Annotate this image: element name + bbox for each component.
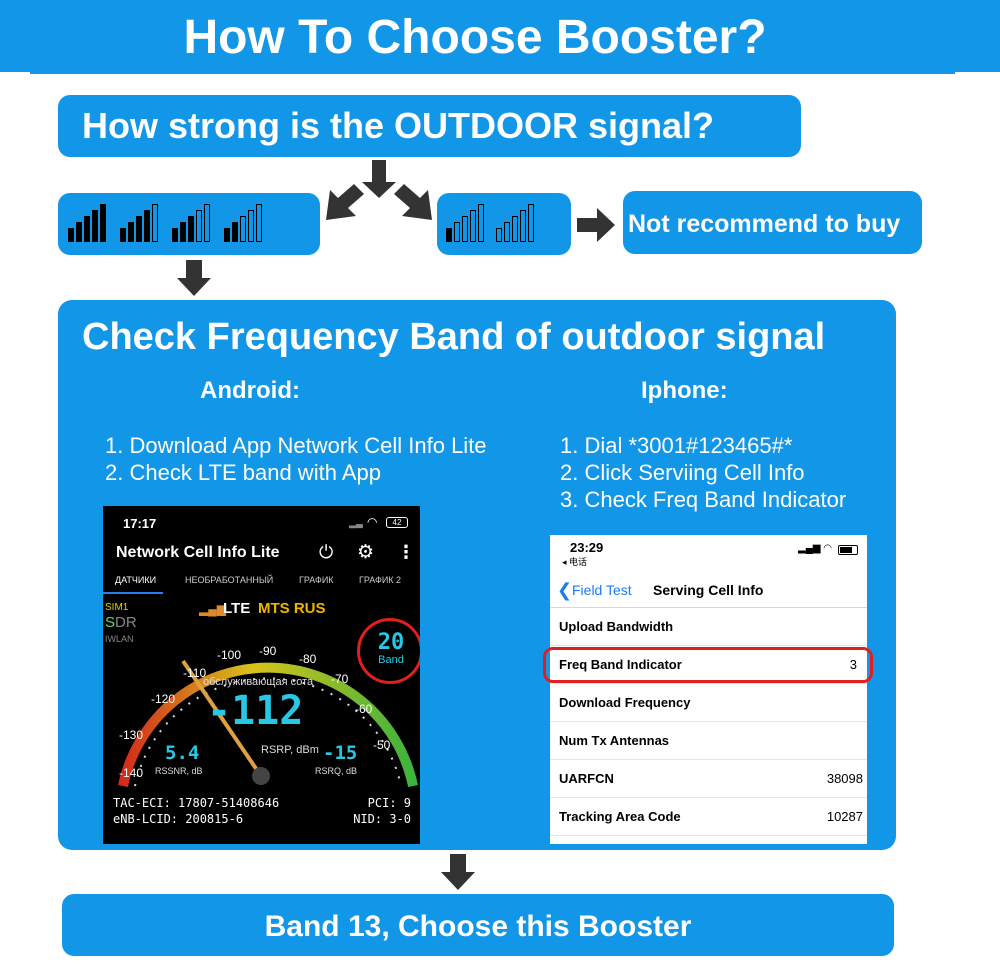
signal-0-bars-icon — [496, 204, 534, 242]
table-row[interactable]: Download Frequency — [550, 684, 867, 722]
signal-icon: ▂▄▆ ◠ — [798, 543, 832, 554]
arrow-down-left-icon — [326, 184, 364, 220]
scale-tick-label: -50 — [373, 738, 391, 752]
rsrq-label: RSRQ, dB — [315, 766, 358, 776]
band-label: Band — [378, 654, 404, 666]
result-box — [62, 894, 894, 956]
iphone-screenshot: 23:29 ◂ 电话 ▂▄▆ ◠ ❮ Field Test Serving Ce… — [550, 535, 867, 844]
signal-icon: ▂▃ — [349, 518, 363, 528]
pci: PCI: 9 — [367, 796, 411, 810]
split-arrows — [326, 160, 432, 220]
serving-cell-label: обслуживающая сота — [203, 676, 314, 688]
screen-title: Serving Cell Info — [653, 582, 764, 598]
scale-tick-label: -120 — [151, 692, 176, 706]
arrow-down-icon — [362, 160, 396, 198]
rsrp-label: RSRP, dBm — [261, 744, 319, 756]
question-box — [58, 95, 801, 157]
power-icon[interactable]: ⏻ — [319, 542, 334, 562]
tab-graph-2[interactable]: ГРАФИК 2 — [359, 575, 402, 585]
signal-strength-icons — [68, 204, 262, 242]
chevron-left-icon[interactable]: ❮ — [557, 580, 573, 600]
scale-tick-label: -140 — [119, 766, 144, 780]
sim-label: SIM1 — [105, 602, 129, 613]
table-row[interactable]: Num Tx Antennas — [550, 722, 867, 760]
arrow-down-right-icon — [394, 184, 432, 220]
more-icon[interactable]: ⋮ — [397, 542, 415, 562]
scale-tick-label: -90 — [259, 644, 277, 658]
header-divider — [30, 72, 955, 74]
not-recommend-text: Not recommend to buy — [628, 210, 901, 238]
app-title: Network Cell Info Lite — [116, 544, 280, 561]
gear-icon[interactable]: ⚙ — [357, 542, 375, 563]
band-value: 20 — [377, 630, 405, 655]
battery-icon: 42 — [386, 517, 408, 528]
battery-icon — [838, 545, 858, 555]
tab-raw[interactable]: НЕОБРАБОТАННЫЙ — [185, 575, 274, 585]
panel-title: Check Frequency Band of outdoor signal — [82, 316, 826, 358]
result-text: Band 13, Choose this Booster — [264, 910, 692, 943]
rssnr-label: RSSNR, dB — [155, 766, 203, 776]
iphone-step-1: 1. Dial *3001#123465#* — [560, 433, 793, 458]
iphone-heading: Iphone: — [641, 377, 728, 404]
table-row[interactable]: Upload Bandwidth — [550, 608, 867, 646]
android-time: 17:17 — [123, 516, 157, 531]
header-banner — [0, 0, 1000, 72]
wifi-icon: ◠ — [367, 515, 378, 529]
scale-tick-label: -100 — [217, 648, 242, 662]
signal-5-bars-icon — [68, 204, 106, 242]
rssnr-value: 5.4 — [165, 742, 200, 764]
network-type: LTE — [223, 600, 251, 617]
tab-sensors[interactable]: ДАТЧИКИ — [115, 575, 157, 585]
scale-tick-label: -130 — [119, 728, 144, 742]
band-highlight — [357, 618, 420, 684]
scale-tick-label: -110 — [183, 666, 207, 680]
tac-eci: TAC-ECI: 17807-51408646 — [113, 796, 280, 810]
nid: NID: 3-0 — [353, 812, 411, 826]
network-signal-icon: ▂▄▆ — [199, 602, 226, 616]
nav-divider — [550, 607, 867, 608]
arrow-down-icon — [441, 854, 475, 890]
iphone-time: 23:29 — [570, 540, 604, 555]
operator-name: MTS RUS — [258, 600, 326, 617]
signal-4-bars-icon — [120, 204, 158, 242]
signal-1-bar-icon — [446, 204, 484, 242]
android-step-1: 1. Download App Network Cell Info Lite — [105, 433, 487, 458]
question-text: How strong is the OUTDOOR signal? — [82, 105, 715, 146]
freq-band-highlight — [543, 647, 873, 683]
active-tab-indicator — [103, 592, 163, 594]
tab-graph[interactable]: ГРАФИК — [299, 575, 334, 585]
arrow-down-icon — [177, 260, 211, 296]
enb-lcid: eNB-LCID: 200815-6 — [113, 812, 244, 826]
weak-signal-icons — [446, 204, 534, 242]
signal-3-bars-icon — [172, 204, 210, 242]
scale-tick-label: -60 — [355, 702, 373, 716]
scale-tick-label: -80 — [299, 652, 317, 666]
rsrq-value: -15 — [323, 742, 358, 764]
iphone-step-2: 2. Click Serviing Cell Info — [560, 460, 805, 485]
not-recommend-box — [623, 191, 922, 254]
signal-gauge — [118, 659, 418, 788]
rsrp-value: -112 — [207, 688, 304, 734]
gauge-needle — [181, 659, 263, 778]
signal-2-bars-icon — [224, 204, 262, 242]
page-title: How To Choose Booster? — [183, 11, 767, 64]
iphone-step-3: 3. Check Freq Band Indicator — [560, 487, 847, 512]
carrier-label: ◂ 电话 — [562, 557, 588, 567]
iwlan-label: IWLAN — [105, 634, 134, 644]
scale-tick-label: -70 — [331, 672, 349, 686]
sdr-indicator: SDR — [105, 614, 137, 631]
arrow-right-icon — [577, 208, 615, 242]
back-button[interactable]: Field Test — [572, 582, 632, 598]
android-screenshot: 17:17 ▂▃ ◠ 42 Network Cell Info Lite ⏻ ⚙… — [103, 506, 420, 844]
android-step-2: 2. Check LTE band with App — [105, 460, 381, 485]
android-heading: Android: — [200, 377, 300, 404]
